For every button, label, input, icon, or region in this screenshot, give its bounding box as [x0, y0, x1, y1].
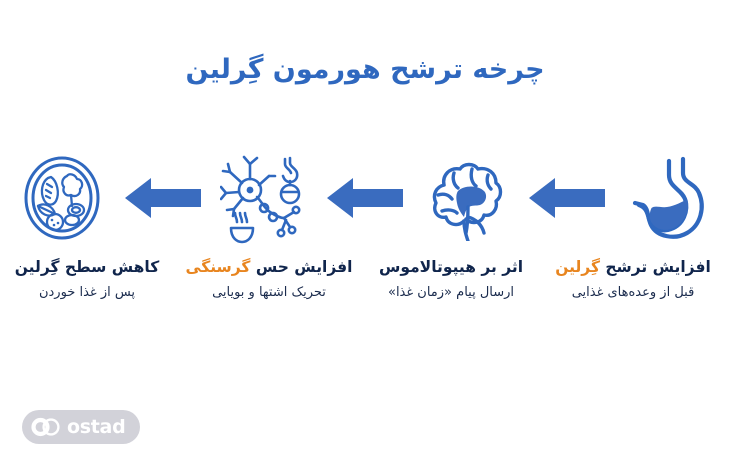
- step-label-1-heading-plain: افزایش ترشح: [599, 258, 711, 276]
- step-label-2: اثر بر هیپوتالاموس ارسال پیام «زمان غذا»: [360, 256, 542, 304]
- step-label-3-sub: تحریک اشتها و بویایی: [212, 285, 326, 301]
- step-label-2-heading-plain: اثر بر هیپوتالاموس: [378, 258, 524, 276]
- ostad-logo-mark: [31, 417, 60, 437]
- step-label-4-sub: پس از غذا خوردن: [38, 285, 136, 301]
- ostad-logo-text: ostad: [67, 415, 126, 438]
- step-label-1-heading-highlight: گِرلین: [555, 258, 600, 276]
- step-label-3: افزایش حس گرسنگی تحریک اشتها و بویایی: [178, 256, 360, 304]
- step-label-3-heading-plain: افزایش حس: [250, 258, 353, 276]
- step-label-4-heading: کاهش سطح گِرلین: [0, 256, 178, 279]
- step-icon-food-plate: [14, 148, 110, 248]
- arrow-left-2: [319, 148, 411, 248]
- step-labels-row: افزایش ترشح گِرلین قبل از وعده‌های غذایی…: [0, 256, 730, 304]
- ostad-logo: ostad: [22, 410, 140, 444]
- step-label-3-heading-highlight: گرسنگی: [185, 258, 251, 276]
- step-label-2-sub: ارسال پیام «زمان غذا»: [387, 285, 515, 301]
- step-label-4: کاهش سطح گِرلین پس از غذا خوردن: [0, 256, 178, 304]
- page-title: چرخه ترشح هورمون گِرلین: [185, 54, 545, 85]
- step-label-2-heading: اثر بر هیپوتالاموس: [360, 256, 542, 279]
- step-icon-brain: [418, 148, 514, 248]
- step-label-3-heading: افزایش حس گرسنگی: [178, 256, 360, 279]
- arrow-left-1: [521, 148, 613, 248]
- step-icon-stomach: [620, 148, 716, 248]
- flow-diagram: [0, 148, 730, 248]
- step-label-1-heading: افزایش ترشح گِرلین: [542, 256, 724, 279]
- step-label-1-sub: قبل از وعده‌های غذایی: [571, 285, 695, 301]
- page-title-wrapper: چرخه ترشح هورمون گِرلین: [0, 52, 730, 88]
- arrow-left-3: [117, 148, 209, 248]
- step-label-1: افزایش ترشح گِرلین قبل از وعده‌های غذایی: [542, 256, 724, 304]
- step-label-4-heading-plain: کاهش سطح گِرلین: [14, 258, 160, 276]
- step-icon-neuron-appetite: [216, 148, 312, 248]
